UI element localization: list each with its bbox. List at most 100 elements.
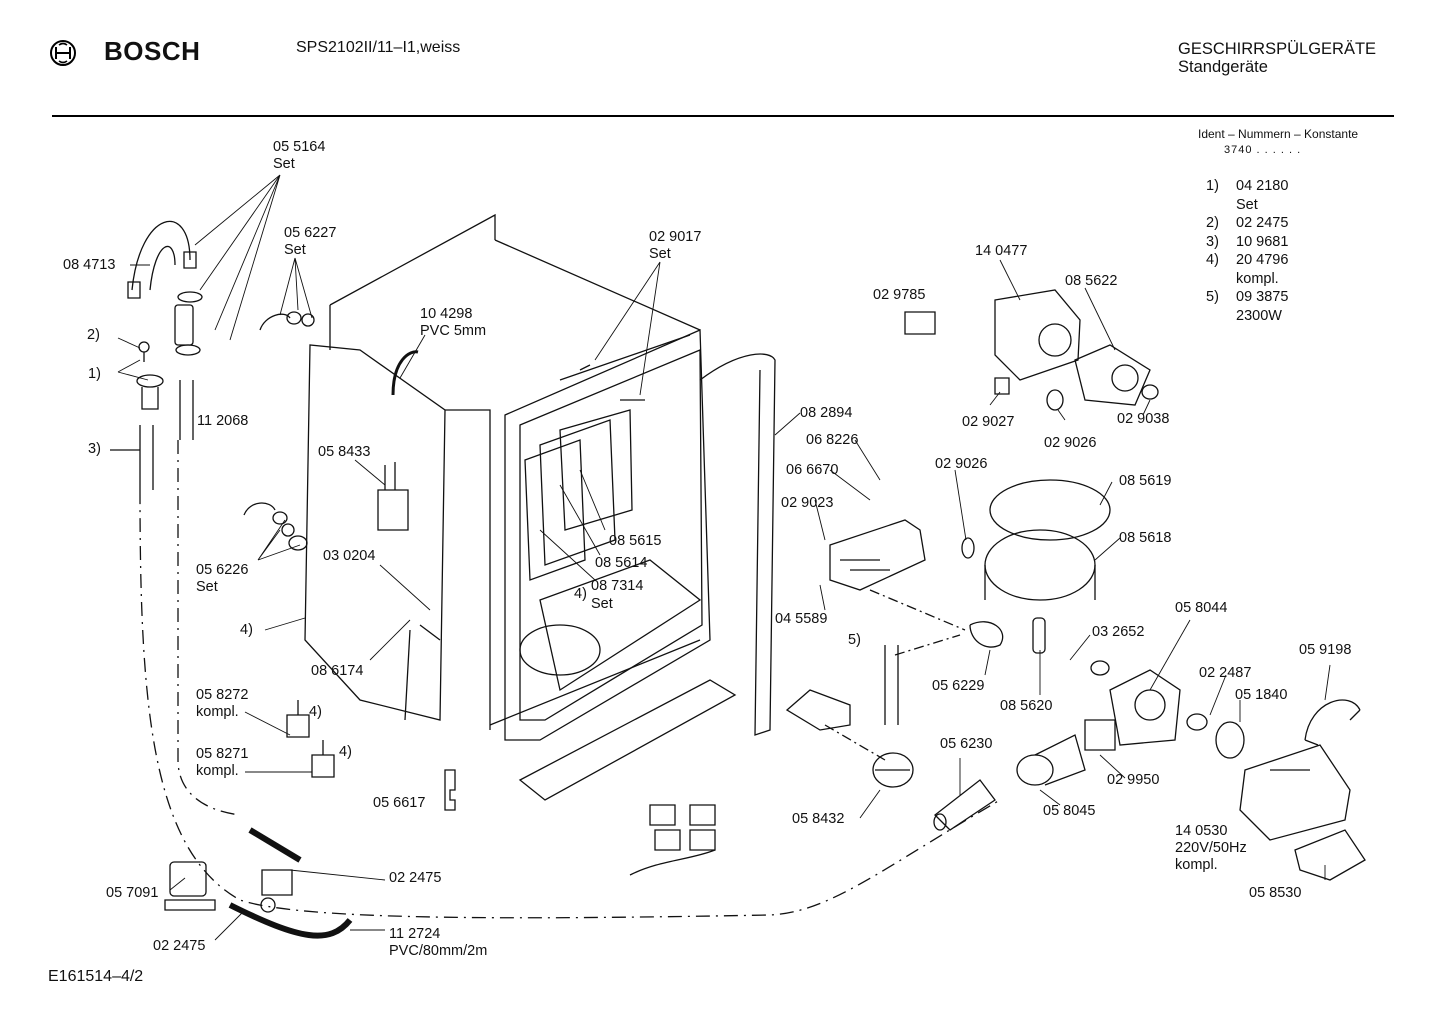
drain-pipe-icon [140, 425, 153, 490]
bosch-armature-logo-icon [50, 40, 76, 66]
ident-item: 2) 02 2475 [1206, 214, 1288, 233]
ident-value: 10 9681 [1236, 233, 1289, 250]
spacer-icon [995, 378, 1009, 394]
elbow-hose-icon [970, 622, 1003, 647]
part-label: 11 2068 [197, 413, 249, 429]
part-label: 05 8271 kompl. [196, 746, 249, 779]
part-label: 08 5615 [609, 533, 662, 549]
part-label: 10 4298 PVC 5mm [420, 306, 487, 339]
ident-index: 2) [1206, 215, 1219, 231]
part-label: 08 7314 [591, 578, 644, 594]
model-number: SPS2102II/11–I1,weiss [296, 39, 461, 56]
part-label: 05 6617 [373, 795, 426, 811]
part-label: 06 8226 [806, 432, 859, 448]
part-label: 08 5620 [1000, 698, 1053, 714]
part-label: 4) [574, 586, 587, 602]
hose-piece-icon [175, 305, 193, 345]
part-label: 4) [309, 704, 322, 720]
ident-index: 4) [1206, 252, 1219, 268]
screw-icon [139, 342, 149, 362]
part-label: 1) [88, 366, 101, 382]
part-label: 02 2487 [1199, 665, 1252, 681]
ident-index: 5) [1206, 289, 1219, 305]
part-label: 02 9027 [962, 414, 1015, 430]
pipe-icon [1033, 618, 1045, 653]
part-label: 02 9026 [935, 456, 988, 472]
part-label: 05 1840 [1235, 687, 1288, 703]
part-label: 14 0477 [975, 243, 1028, 259]
motor-icon [1240, 745, 1350, 840]
dashed-hose-path [140, 490, 1000, 918]
gasket-icon [1142, 385, 1158, 399]
part-label: 02 9038 [1117, 411, 1170, 427]
cover-icon [1295, 830, 1365, 880]
tub-body-icon [305, 215, 710, 740]
ident-note: kompl. [1236, 270, 1279, 287]
clip-icon [445, 770, 455, 810]
gasket-icon [1047, 390, 1063, 410]
part-label: 2) [87, 327, 100, 343]
drain-nozzle-icon [137, 375, 163, 409]
part-label: 02 9017 Set [649, 229, 702, 262]
ident-constant: 3740 . . . . . . [1224, 144, 1302, 156]
tube-icon [885, 645, 898, 725]
part-label: 3) [88, 441, 101, 457]
part-label: 02 9026 [1044, 435, 1097, 451]
pump-adapter-icon [1017, 720, 1115, 785]
ident-index: 3) [1206, 233, 1219, 250]
wire-icon [393, 352, 418, 395]
part-label: 08 6174 [311, 663, 364, 679]
elbow-hose-icon [260, 314, 290, 330]
flow-meter-icon [262, 870, 292, 895]
pump-cover-icon [1075, 345, 1150, 405]
part-label: 08 4713 [63, 257, 116, 273]
part-label: 05 9198 [1299, 642, 1352, 658]
ident-title: Ident – Nummern – Konstante [1198, 127, 1359, 141]
motor-housing-icon [995, 290, 1080, 380]
part-label: 08 5622 [1065, 273, 1118, 289]
part-label: 03 0204 [323, 548, 376, 564]
hose-clamp-icon [128, 221, 196, 298]
part-label: 4) [240, 622, 253, 638]
part-label: 4) [339, 744, 352, 760]
part-label: 03 2652 [1092, 624, 1145, 640]
part-label: 05 8530 [1249, 885, 1302, 901]
product-subcategory: Standgeräte [1178, 58, 1268, 76]
pump-housing-icon [985, 480, 1110, 600]
ident-value: 04 2180 [1236, 178, 1289, 194]
inlet-valve-icon [165, 862, 215, 910]
belt-icon [1305, 700, 1360, 745]
hose-icon [250, 830, 300, 860]
wire-icon [405, 625, 440, 720]
drain-hose-icon [230, 905, 350, 936]
part-label: 05 5164 Set [273, 139, 326, 172]
part-label: 02 9950 [1107, 772, 1160, 788]
part-label: 02 2475 [153, 938, 206, 954]
part-label: 08 5614 [595, 555, 648, 571]
part-label: 04 5589 [775, 611, 828, 627]
brand-name: BOSCH [104, 36, 201, 66]
bracket-icon [787, 690, 850, 730]
elbow-hose-icon [244, 503, 275, 515]
leader-lines [118, 175, 1330, 940]
valve-icon [287, 700, 309, 737]
wiring-harness-icon [630, 805, 715, 875]
ident-value: 20 4796 [1236, 252, 1289, 268]
part-label: Set [591, 596, 613, 612]
valve-icon [312, 740, 334, 777]
part-label: 02 9023 [781, 495, 834, 511]
part-label: 02 2475 [389, 870, 442, 886]
part-label: 05 6229 [932, 678, 985, 694]
part-label: 14 0530 220V/50Hz kompl. [1175, 823, 1247, 873]
part-label: 05 6230 [940, 736, 993, 752]
product-category: GESCHIRRSPÜLGERÄTE [1178, 40, 1377, 58]
header-rule [52, 115, 1394, 117]
part-label: 05 6226 Set [196, 562, 249, 595]
base-rail-icon [490, 640, 700, 725]
seal-ring-icon [1091, 661, 1109, 675]
door-seal-icon [700, 354, 775, 735]
capacitor-icon [378, 490, 408, 530]
ident-index: 1) [1206, 178, 1219, 194]
